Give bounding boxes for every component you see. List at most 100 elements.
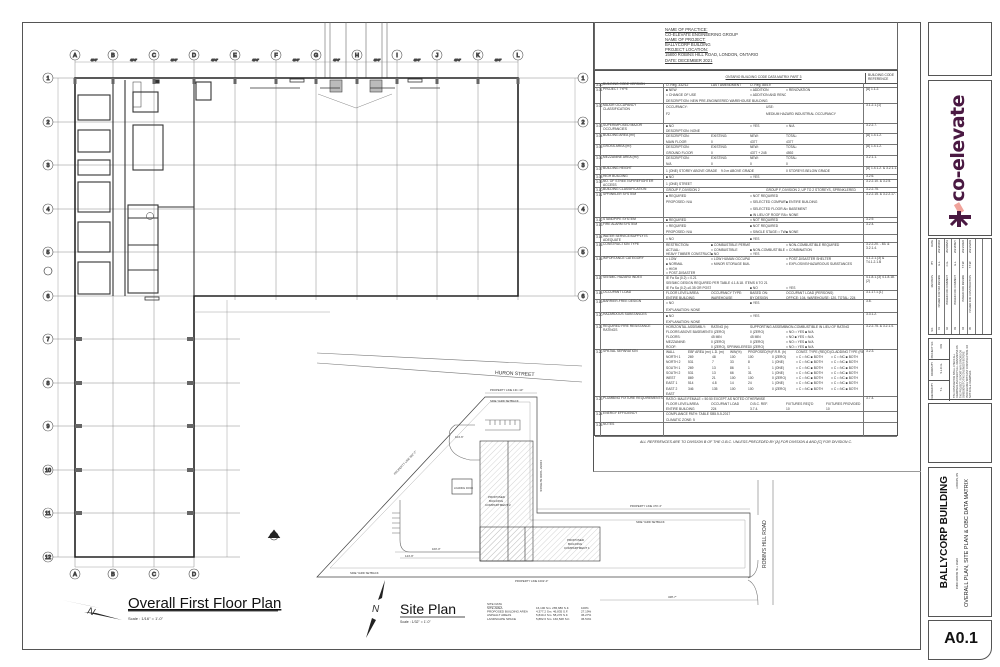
grid-bubble bbox=[42, 203, 54, 215]
compartment-2-label: BUILDING bbox=[489, 499, 504, 503]
matrix-cell: 0 (ZERO) bbox=[772, 355, 787, 360]
project-info-line: NAME OF PROJECT: bbox=[665, 37, 706, 43]
matrix-cell: 33 bbox=[730, 360, 734, 365]
road-label: ROBIN'S HILL ROAD bbox=[762, 520, 768, 568]
matrix-cell: 1 (ONE) STREET bbox=[666, 182, 693, 186]
column bbox=[73, 78, 77, 84]
matrix-cell: OCCUPANT LOAD (PERSONS) bbox=[786, 291, 834, 295]
matrix-cell: 0 (ZERO), SPRINKLERED bbox=[711, 345, 750, 349]
revision-no: 04 bbox=[961, 327, 965, 330]
revision-by: C.G. bbox=[946, 261, 949, 267]
grid-column-label: F bbox=[274, 53, 278, 59]
matrix-line: DESCRIPTION:EXISTING:NEW:TOTAL: bbox=[664, 156, 863, 162]
setback-label: SIDE YARD SETBACK bbox=[490, 399, 519, 403]
matrix-row-number: 3.03 bbox=[595, 124, 602, 133]
matrix-line: 1 (ONE) STREET bbox=[664, 180, 863, 188]
matrix-cell: 10 bbox=[786, 407, 790, 411]
matrix-cell: 21 bbox=[712, 376, 716, 381]
matrix-row-number: 3.23 bbox=[595, 397, 602, 411]
matrix-cell: □ C □ NC ■ BOTH bbox=[831, 376, 858, 381]
matrix-cell: □ YES bbox=[750, 124, 760, 128]
matrix-cell: 531 bbox=[688, 360, 694, 365]
matrix-cell: 0 bbox=[750, 161, 752, 166]
matrix-row-number: 3.12 bbox=[596, 218, 603, 222]
compartment-2-label: COMPARTMENT 2 bbox=[485, 503, 511, 507]
matrix-cell: EAST 2 bbox=[666, 386, 678, 391]
matrix-row-number: 3.21 bbox=[595, 325, 602, 349]
matrix-cell: HORIZONTAL ASSEMBLY: bbox=[666, 325, 706, 329]
matrix-cell: □ YES bbox=[750, 175, 760, 179]
matrix-row-number: 3.04 bbox=[595, 134, 602, 144]
matrix-cell: CLIMATIC ZONE: 5 bbox=[666, 417, 695, 422]
matrix-row-reference: 3.2.6. bbox=[863, 174, 897, 179]
matrix-cell: □ MINOR STORAGE BUILDING bbox=[711, 261, 750, 266]
matrix-cell: □ C □ NC ■ BOTH bbox=[796, 370, 823, 375]
matrix-cell: ENTIRE BUILDING bbox=[666, 295, 695, 300]
matrix-cell: □ POST-DISASTER SHELTER bbox=[786, 257, 832, 261]
matrix-line: RATIO: MALE:FEMALE = 50:50 EXCEPT AS NOT… bbox=[664, 397, 863, 402]
property-line-label: PROPERTY LINE 962'-2" bbox=[393, 450, 418, 476]
grid-bubble bbox=[42, 551, 54, 563]
matrix-cell: 13 bbox=[712, 365, 716, 370]
matrix-cell: TOTAL: bbox=[786, 145, 798, 149]
grid-bubble bbox=[42, 333, 54, 345]
matrix-cell: 66 bbox=[730, 370, 734, 375]
matrix-cell: 0 bbox=[711, 139, 713, 144]
matrix-cell: GROUND FLOOR bbox=[666, 150, 693, 155]
dimension-label: 40'-0" bbox=[252, 58, 259, 62]
street-label: HURON STREET bbox=[495, 370, 535, 378]
matrix-line: HORIZONTAL ASSEMBLY:RATING (h):SUPPORTIN… bbox=[664, 325, 863, 330]
matrix-cell: 48 bbox=[712, 355, 716, 360]
matrix-cell: 269 bbox=[688, 355, 694, 360]
matrix-row-number: 3.20 bbox=[595, 313, 602, 324]
matrix-cell bbox=[666, 117, 863, 124]
matrix-row-number: 3.11 bbox=[595, 193, 602, 217]
matrix-cell: 346 bbox=[688, 386, 694, 391]
column bbox=[192, 78, 196, 84]
matrix-cell: OCCUPANT LOAD bbox=[711, 402, 740, 406]
matrix-cell: 4377 + 245 bbox=[750, 150, 767, 155]
matrix-cell: SOUTH 2 bbox=[666, 370, 681, 375]
matrix-line: IE Fa Sa (0.2) = 0.21 bbox=[664, 276, 863, 281]
matrix-cell: 869 bbox=[688, 376, 694, 381]
matrix-cell: EXISTING: bbox=[711, 156, 728, 160]
matrix-cell: MEZZANINE: bbox=[666, 340, 686, 344]
matrix-row-content: DESCRIPTION:EXISTING:NEW:TOTAL:MAIN FLOO… bbox=[664, 134, 863, 144]
matrix-line: ■ IN LIEU OF ROOF RATING□ NONE bbox=[664, 212, 863, 218]
matrix-cell: NEW: bbox=[750, 156, 759, 160]
project-info-line: NAME OF PRACTICE: bbox=[665, 27, 708, 32]
matrix-cell: □ NOT REQUIRED bbox=[750, 218, 779, 222]
matrix-row-content: ■ NO□ YES bbox=[664, 175, 863, 179]
grid-bubble bbox=[42, 116, 54, 128]
column bbox=[75, 337, 82, 341]
grid-bubble bbox=[270, 49, 282, 61]
dimension-label: 40'-0" bbox=[333, 58, 340, 62]
matrix-row-label: FIRE ALARM SYSTEM bbox=[601, 222, 664, 234]
matrix-cell: SUPPORTING ASSEMBLY (h): bbox=[750, 325, 786, 329]
matrix-cell: 1 (ONE) bbox=[772, 365, 785, 370]
grid-bubble bbox=[42, 507, 54, 519]
grid-column-label: H bbox=[355, 53, 359, 59]
dimension-label: 104'-6" bbox=[455, 435, 464, 439]
revision-by: G.L. bbox=[953, 261, 957, 266]
matrix-row-reference: [A] 1.1.2. bbox=[863, 87, 897, 103]
matrix-cell: 0 (ZERO) bbox=[711, 330, 726, 334]
column bbox=[75, 381, 82, 385]
grid-bubble bbox=[577, 116, 589, 128]
matrix-cell: TOTAL: bbox=[786, 134, 798, 138]
matrix-cell: 100 bbox=[730, 376, 736, 381]
matrix-line: ■ NORMAL□ MINOR STORAGE BUILDING□ EXPLOS… bbox=[664, 262, 863, 267]
matrix-line: □ HIGH bbox=[664, 267, 863, 272]
matrix-cell: □ NO bbox=[666, 237, 674, 241]
north-label: N bbox=[86, 606, 97, 619]
matrix-line: COMPLIANCE PATH: TABLE SB5.5-5-2017 bbox=[664, 412, 863, 418]
matrix-cell: □ C □ NC ■ BOTH bbox=[831, 355, 858, 360]
